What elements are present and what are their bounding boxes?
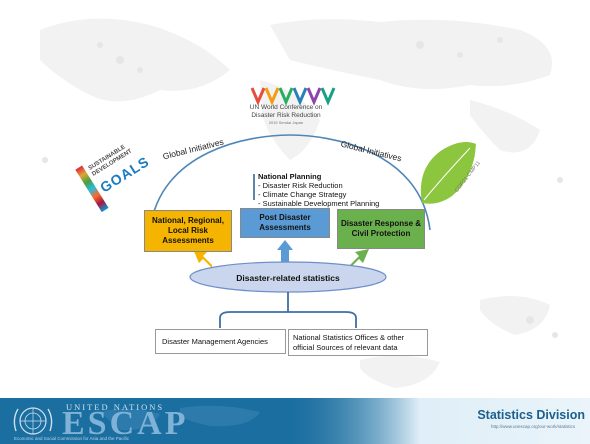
disaster-response-box: Disaster Response & Civil Protection [337, 209, 425, 249]
statistics-url-link[interactable]: http://www.unescap.org/our-work/statisti… [490, 424, 575, 429]
paris-cop21-logo: PARIS2015 COP21·CMP11 [412, 138, 482, 210]
national-planning-item: - Climate Change Strategy [258, 190, 347, 199]
leaf-icon [420, 142, 476, 204]
footer-banner [0, 398, 590, 444]
escap-logo-text: ESCAP [62, 405, 189, 442]
escap-subtitle: Economic and Social Commission for Asia … [14, 436, 130, 441]
national-risk-assessments-box: National, Regional, Local Risk Assessmen… [144, 210, 232, 252]
sendai-logo-icon [250, 87, 336, 106]
united-nations-label: UNITED NATIONS [66, 402, 165, 412]
disaster-statistics-label: Disaster-related statistics [236, 273, 340, 283]
national-planning-item: - Disaster Risk Reduction [258, 181, 343, 190]
footer-map-texture [100, 405, 260, 431]
conference-line-1: UN World Conference on [249, 104, 323, 111]
national-planning-heading: National Planning [258, 172, 322, 181]
national-planning: National Planning - Disaster Risk Reduct… [258, 172, 379, 208]
national-planning-item: - Sustainable Development Planning [258, 199, 380, 208]
conference-line-3: 2015 Sendai Japan [268, 120, 304, 125]
conference-title: UN World Conference on Disaster Risk Red… [222, 104, 350, 126]
source-disaster-management-agencies: Disaster Management Agencies [155, 329, 286, 354]
footer-gradient-overlay [280, 398, 590, 444]
source-national-statistics-offices: National Statistics Offices & other offi… [288, 329, 428, 356]
statistics-division-title: Statistics Division [477, 408, 585, 422]
conference-line-2: Disaster Risk Reduction [251, 112, 321, 119]
un-emblem-icon [13, 407, 53, 435]
post-disaster-assessments-box: Post Disaster Assessments [240, 208, 330, 238]
